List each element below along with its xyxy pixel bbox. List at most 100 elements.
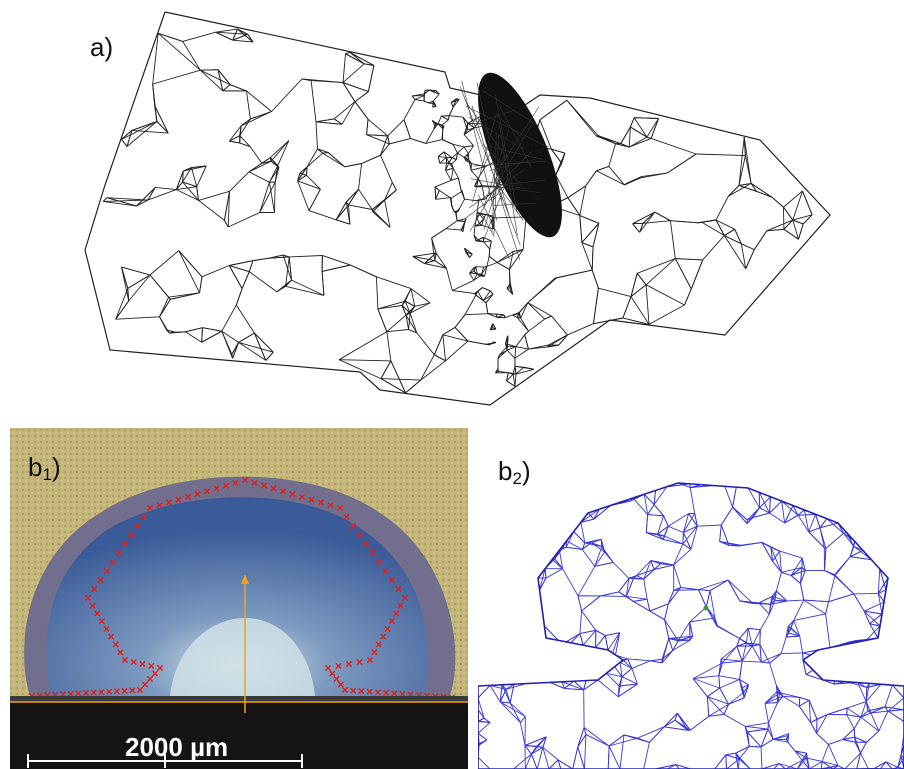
mesh-2d-edge xyxy=(772,595,788,602)
mesh-2d-edge xyxy=(719,524,722,542)
mesh-2d-edge xyxy=(698,579,729,591)
mesh-2d-edge xyxy=(647,504,655,515)
mesh-2d-svg xyxy=(478,482,904,769)
mesh-edge xyxy=(274,182,276,213)
mesh-2d-edge xyxy=(478,697,485,719)
mesh-edge xyxy=(515,346,529,350)
mesh-2d-edge xyxy=(682,532,692,550)
mesh-2d-edge xyxy=(524,753,532,769)
mesh-edge xyxy=(252,257,270,262)
mesh-edge xyxy=(634,117,659,119)
mesh-edge xyxy=(509,249,524,270)
mesh-2d-edge xyxy=(647,514,664,517)
mesh-edge xyxy=(276,279,292,293)
panel-a-3d-mesh: a) xyxy=(84,11,831,406)
mesh-2d-edge xyxy=(673,586,681,591)
mesh-edge xyxy=(269,157,280,168)
mesh-edge xyxy=(496,249,524,263)
mesh-edge xyxy=(481,185,485,200)
mesh-2d-edge xyxy=(657,533,664,540)
mesh-2d-edge xyxy=(667,590,675,604)
mesh-2d-edge xyxy=(803,599,826,615)
refined-mesh-edge xyxy=(492,154,505,188)
mesh-edge xyxy=(176,186,197,191)
mesh-edge xyxy=(261,157,271,164)
mesh-edge xyxy=(452,144,458,154)
mesh-edge xyxy=(377,308,388,332)
mesh-2d-edge xyxy=(779,550,803,559)
contour-mark xyxy=(298,493,306,500)
mesh-2d-edge xyxy=(842,736,855,740)
mesh-2d-edge xyxy=(727,579,741,602)
mesh-2d-edge xyxy=(887,710,904,722)
mesh-2d-edge xyxy=(551,559,563,570)
mesh-edge xyxy=(639,211,656,233)
mesh-edge xyxy=(728,183,752,197)
mesh-edge xyxy=(149,250,179,276)
mesh-2d-edge xyxy=(747,731,762,748)
mesh-edge xyxy=(507,335,509,338)
mesh-edge xyxy=(591,269,599,289)
mesh-edge xyxy=(462,117,468,131)
refined-mesh-edge xyxy=(473,160,546,167)
mesh-edge xyxy=(183,167,192,172)
droplet-inner-region xyxy=(46,497,428,696)
mesh-edge xyxy=(697,219,717,224)
mesh-edge xyxy=(650,137,697,155)
mesh-2d-edge xyxy=(878,589,887,594)
mesh-edge xyxy=(361,154,381,164)
mesh-edge xyxy=(155,186,177,191)
mesh-edge xyxy=(645,284,685,306)
mesh-2d-edge xyxy=(772,550,781,562)
mesh-2d-edge xyxy=(708,713,725,717)
mesh-edge xyxy=(409,302,431,314)
mesh-2d-edge xyxy=(863,610,881,627)
mesh-edge xyxy=(445,228,462,231)
mesh-2d-edge xyxy=(530,753,538,769)
mesh-2d-edge xyxy=(747,487,760,508)
mesh-2d-edge xyxy=(520,716,526,723)
mesh-2d-edge xyxy=(721,658,743,662)
mesh-edge xyxy=(620,126,631,144)
mesh-edge xyxy=(462,226,465,232)
mesh-2d-edge xyxy=(606,672,623,678)
mesh-2d-edge xyxy=(758,595,773,604)
mesh-edge xyxy=(431,120,439,125)
mesh-edge xyxy=(199,276,203,293)
mesh-edge xyxy=(404,300,416,307)
contour-mark xyxy=(335,662,342,670)
mesh-edge xyxy=(199,69,224,92)
mesh-2d-edge xyxy=(759,496,771,509)
mesh-2d-edge xyxy=(628,575,637,579)
mesh-edge xyxy=(409,306,416,314)
mesh-edge xyxy=(592,288,599,324)
mesh-edge xyxy=(282,254,292,281)
mesh-edge xyxy=(240,111,272,127)
contour-mark xyxy=(117,649,124,656)
mesh-edge xyxy=(509,287,514,295)
mesh-2d-edge xyxy=(542,746,559,761)
mesh-2d-edge xyxy=(798,706,811,723)
mesh-2d-edge xyxy=(864,610,883,615)
mesh-edge xyxy=(229,265,250,273)
refined-mesh-edge xyxy=(497,106,540,171)
mesh-edge xyxy=(411,95,416,100)
mesh-edge xyxy=(431,228,447,239)
mesh-edge xyxy=(322,152,329,154)
mesh-edge xyxy=(158,32,183,42)
contour-mark xyxy=(134,522,141,530)
mesh-2d-edge xyxy=(663,712,678,728)
mesh-edge xyxy=(608,166,625,186)
mesh-edge xyxy=(727,185,740,197)
mesh-edge xyxy=(469,272,475,281)
mesh-2d-edge xyxy=(646,532,665,537)
mesh-2d-edge xyxy=(627,658,651,662)
mesh-edge xyxy=(432,105,437,108)
mesh-edge xyxy=(513,249,524,252)
mesh-edge xyxy=(473,226,476,236)
mesh-2d-edge xyxy=(869,623,881,627)
mesh-2d-edge xyxy=(536,747,544,769)
contour-mark xyxy=(129,687,136,694)
mesh-2d-edge xyxy=(618,591,627,597)
mesh-2d-edge xyxy=(631,660,651,669)
